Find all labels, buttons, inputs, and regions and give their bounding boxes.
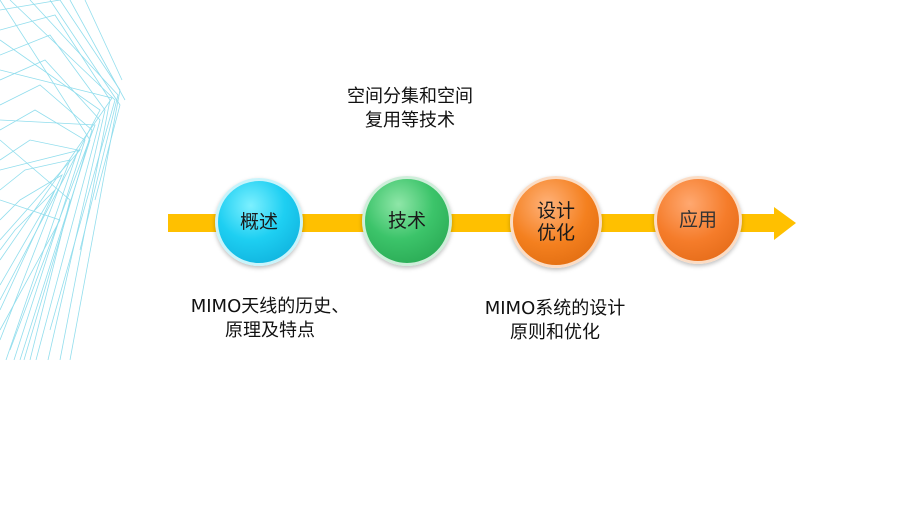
caption-overview-line-2: 原理及特点 [225, 320, 315, 341]
caption-overview: MIMO天线的历史、 原理及特点 [160, 295, 380, 343]
wireframe-decoration [0, 0, 126, 360]
node-design-optimization[interactable]: 设计优化 [510, 176, 602, 268]
caption-technology-line-2: 复用等技术 [365, 110, 455, 131]
node-technology[interactable]: 技术 [362, 176, 452, 266]
arrow-head [774, 207, 796, 240]
node-overview-label: 概述 [239, 211, 278, 233]
node-overview[interactable]: 概述 [215, 178, 303, 266]
caption-design-line-2: 原则和优化 [510, 322, 600, 343]
arrow-shaft [168, 214, 778, 232]
caption-design-line-1: MIMO系统的设计 [484, 298, 626, 319]
node-design-optimization-label: 设计优化 [536, 200, 575, 244]
node-technology-label: 技术 [387, 210, 426, 232]
node-application[interactable]: 应用 [654, 176, 742, 264]
caption-technology: 空间分集和空间 复用等技术 [300, 85, 520, 133]
node-application-label: 应用 [678, 209, 717, 231]
caption-overview-line-1: MIMO天线的历史、 [190, 296, 350, 317]
caption-technology-line-1: 空间分集和空间 [347, 86, 473, 107]
caption-design: MIMO系统的设计 原则和优化 [445, 297, 665, 345]
